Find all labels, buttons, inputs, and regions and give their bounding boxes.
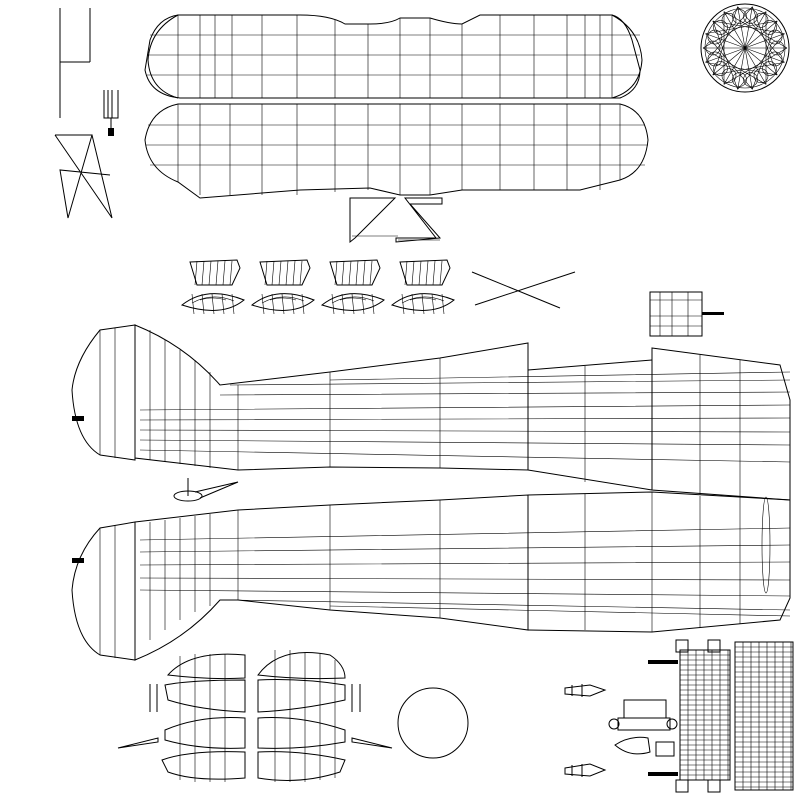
cabane-struts [349, 197, 443, 244]
tire-tread-strips [679, 641, 794, 791]
lower-wing [144, 103, 649, 199]
wheel-fairing-3 [320, 259, 385, 315]
fuselage-top-half [71, 324, 791, 501]
upper-wing [144, 14, 643, 99]
tail-skid-piece [173, 478, 239, 502]
wheel-fairings [180, 259, 455, 315]
pitot-fitting-piece [103, 90, 119, 136]
interplane-strut-piece [59, 8, 91, 118]
tank-box-piece [649, 291, 724, 337]
wire-bracing-piece [54, 134, 113, 219]
tail-surfaces [117, 650, 393, 782]
engine-radial-disc [700, 3, 790, 93]
wheel-fairing-4 [390, 259, 455, 315]
tread-panel-1 [679, 649, 731, 781]
cross-bracing-piece [471, 271, 576, 309]
wheel-fairing-1 [180, 259, 245, 315]
small-fittings [564, 639, 721, 793]
fuselage-bottom-half [71, 491, 791, 661]
wheel-disc [397, 687, 469, 759]
tread-panel-2 [734, 641, 794, 791]
wheel-fairing-2 [250, 259, 315, 315]
